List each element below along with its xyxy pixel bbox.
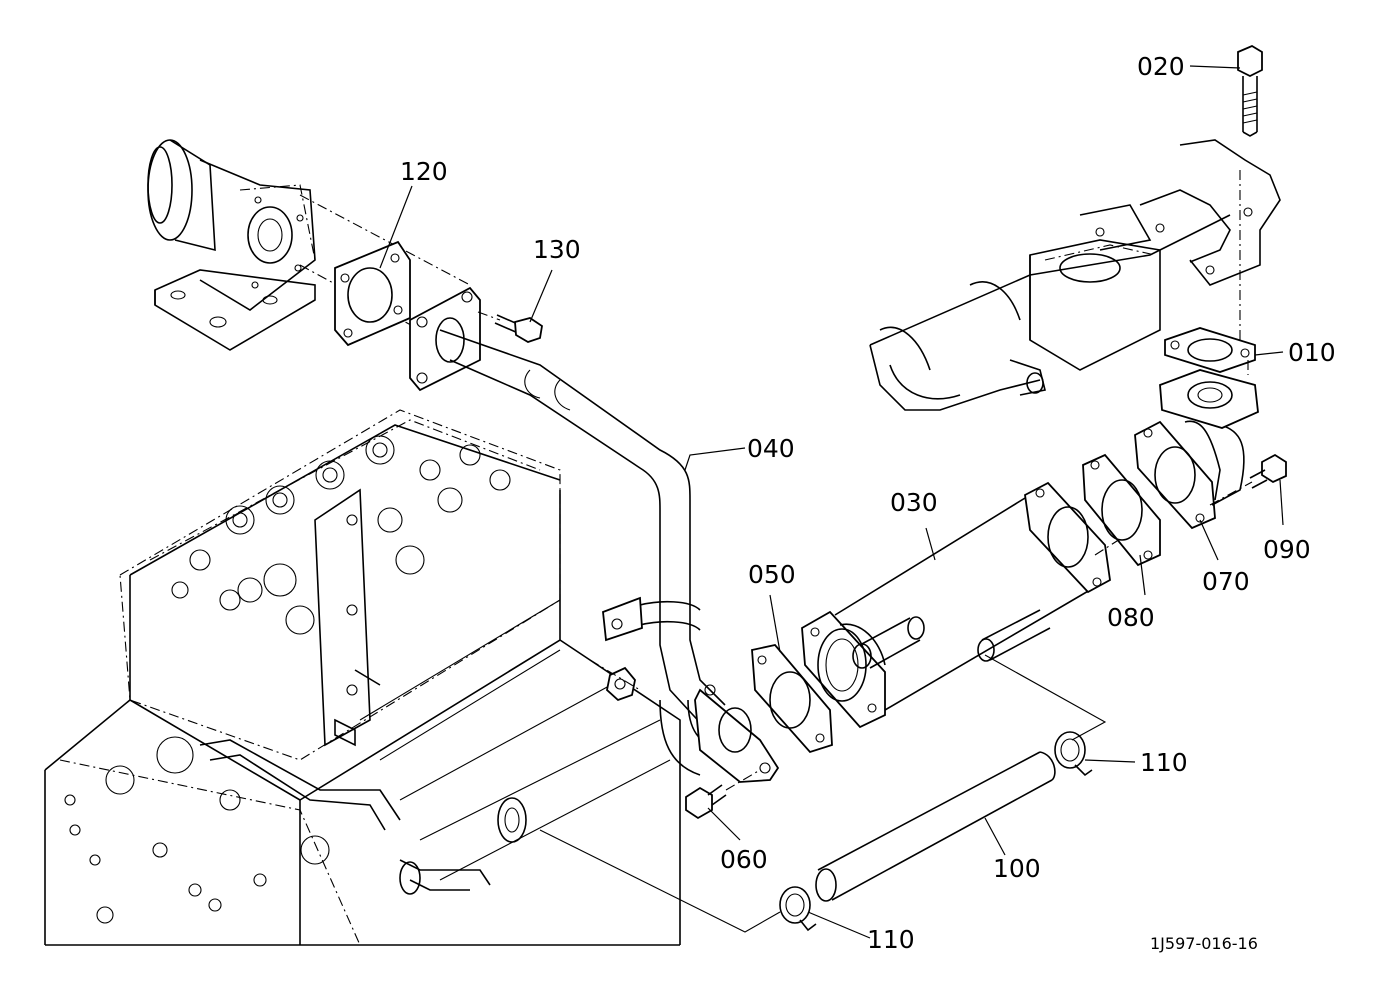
elbow-070: [1134, 369, 1259, 530]
egr-pipe-040: [409, 286, 780, 783]
part-label-100: 100: [993, 854, 1041, 883]
leader-lines: [379, 65, 1284, 939]
gasket-010: [1164, 327, 1256, 373]
part-labels: 020 010 120 130 040 030 050 060 080 070 …: [400, 52, 1336, 954]
hose-clamp-110-lower: [779, 886, 817, 932]
gasket-050: [751, 644, 833, 754]
part-label-010: 010: [1288, 338, 1336, 367]
hose-100: [815, 751, 1056, 902]
part-label-060: 060: [720, 845, 768, 874]
part-label-070: 070: [1202, 567, 1250, 596]
drawing-number: 1J597-016-16: [1150, 934, 1258, 953]
part-label-040: 040: [747, 434, 795, 463]
bolt-060: [685, 769, 761, 820]
part-label-130: 130: [533, 235, 581, 264]
bolt-020: [1237, 44, 1263, 137]
hose-routing-line: [539, 654, 1107, 933]
part-label-050: 050: [748, 560, 796, 589]
gasket-120: [334, 240, 411, 347]
part-label-090: 090: [1263, 535, 1311, 564]
part-label-080: 080: [1107, 603, 1155, 632]
part-label-120: 120: [400, 157, 448, 186]
part-label-030: 030: [890, 488, 938, 517]
hose-clamp-110-upper: [1054, 731, 1093, 777]
bolt-090: [1209, 453, 1287, 506]
exhaust-manifold: [869, 139, 1281, 411]
egr-cooler-030: [801, 481, 1151, 729]
part-label-110-lower: 110: [867, 925, 915, 954]
gasket-080: [1082, 453, 1161, 567]
bolt-130: [477, 311, 543, 343]
part-label-020: 020: [1137, 52, 1185, 81]
part-label-110-upper: 110: [1140, 748, 1188, 777]
engine-block: [44, 409, 681, 946]
